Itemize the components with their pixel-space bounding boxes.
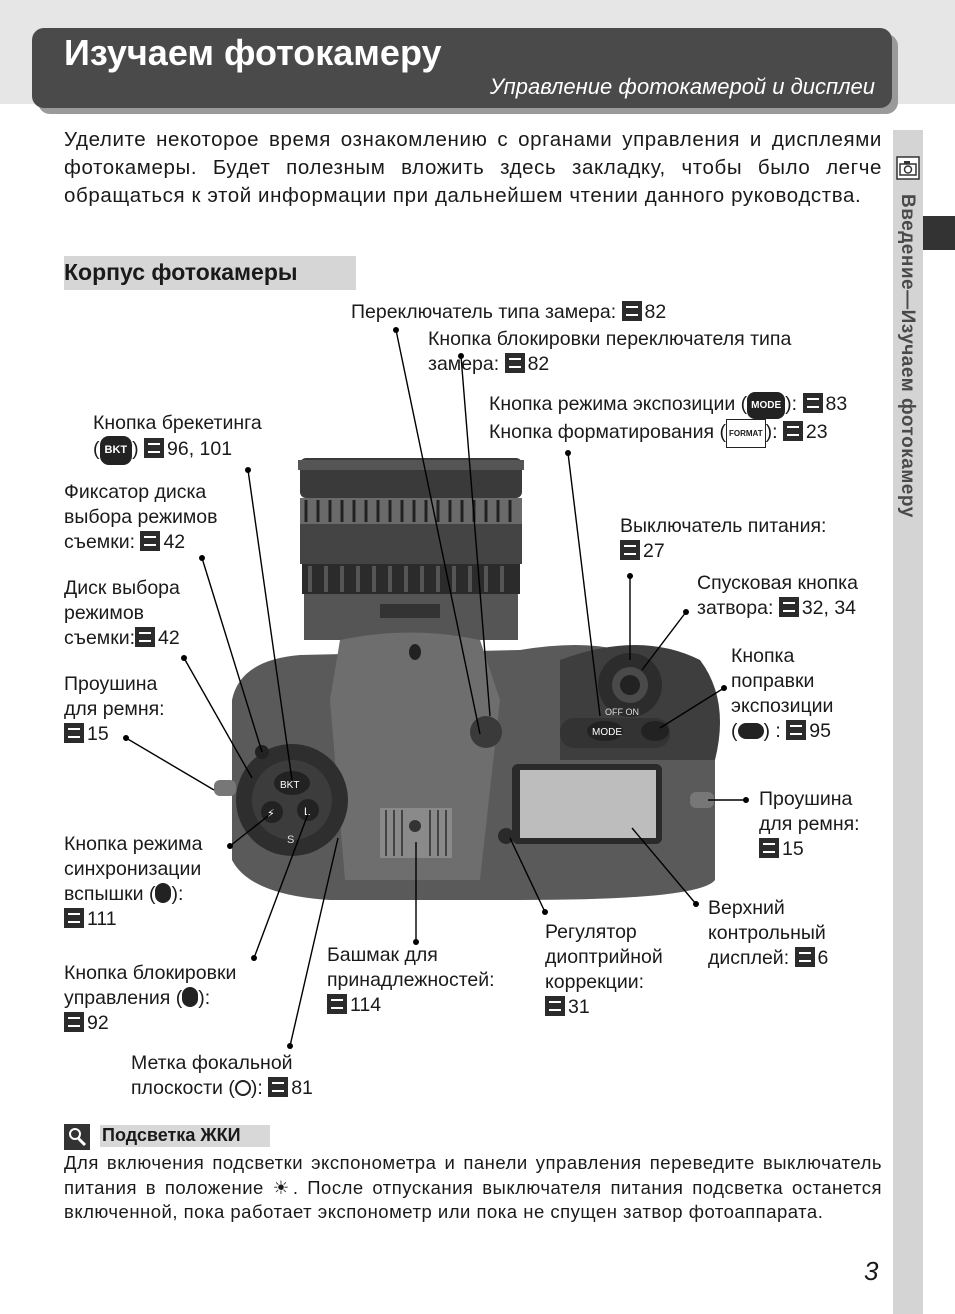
lock-icon bbox=[182, 987, 199, 1007]
page-ref-icon bbox=[778, 597, 799, 617]
page-ref-icon bbox=[144, 438, 165, 458]
tip-body: Для включения подсветки экспонометра и п… bbox=[64, 1152, 882, 1222]
label-accessory-shoe: Башмак для принадлежностей: 114 bbox=[327, 944, 495, 1016]
page-ref-icon bbox=[794, 947, 815, 967]
s-mark: S bbox=[287, 834, 294, 846]
page-ref-icon bbox=[759, 838, 779, 858]
page-number: 3 bbox=[864, 1256, 879, 1286]
page-ref-icon bbox=[802, 393, 823, 413]
tip-title: Подсветка ЖКИ bbox=[100, 1125, 270, 1147]
flash-icon bbox=[155, 883, 172, 903]
label-top-display: Верхний контрольный дисплей: 6 bbox=[708, 897, 829, 969]
tip-pencil-icon bbox=[64, 1124, 90, 1150]
label-strap-right: Проушина для ремня: 15 bbox=[759, 788, 860, 860]
label-diopter: Регулятор диоптрийной коррекции: 31 bbox=[545, 921, 663, 1018]
page-ref-icon bbox=[64, 908, 84, 928]
page-ref-icon bbox=[621, 301, 642, 321]
page-ref-icon bbox=[782, 421, 803, 441]
header-box bbox=[32, 28, 892, 108]
label-strap-left: Проушина для ремня: 15 bbox=[64, 673, 165, 745]
label-bkt-button: Кнопка брекетинга (BKT) 96, 101 bbox=[93, 411, 262, 465]
page-ref-icon bbox=[620, 540, 640, 560]
section-heading: Корпус фотокамеры bbox=[64, 256, 356, 290]
page-ref-icon bbox=[135, 627, 156, 647]
page-ref-icon bbox=[504, 353, 525, 373]
page-subtitle: Управление фотокамерой и дисплеи bbox=[489, 74, 875, 99]
camera-icon bbox=[896, 156, 920, 180]
bkt-badge: BKT bbox=[99, 436, 133, 465]
bkt-mark: BKT bbox=[280, 780, 299, 791]
format-badge: FORMAT bbox=[725, 419, 766, 448]
side-section-label: Введение—Изучаем фотокамеру bbox=[897, 194, 918, 518]
side-bar bbox=[893, 130, 923, 1314]
mode-mark: MODE bbox=[592, 727, 622, 738]
label-mode-format-buttons: Кнопка режима экспозиции (MODE): 83 Кноп… bbox=[489, 392, 847, 448]
exp-comp-icon bbox=[737, 723, 764, 739]
page-ref-icon bbox=[545, 996, 565, 1016]
page-ref-icon bbox=[268, 1077, 289, 1097]
label-power-switch: Выключатель питания: 27 bbox=[620, 515, 827, 562]
page-ref-icon bbox=[786, 720, 807, 740]
page-ref-icon bbox=[140, 531, 161, 551]
label-metering-switch: Переключатель типа замера: 82 bbox=[351, 301, 667, 323]
label-shutter: Спусковая кнопка затвора: 32, 34 bbox=[697, 572, 858, 619]
page-ref-icon bbox=[327, 994, 347, 1014]
side-tab-marker bbox=[923, 216, 955, 250]
page-title: Изучаем фотокамеру bbox=[64, 32, 442, 73]
focal-plane-icon bbox=[234, 1080, 251, 1096]
intro-paragraph: Уделите некоторое время ознакомлению с о… bbox=[64, 128, 882, 207]
page-ref-icon bbox=[64, 1012, 84, 1032]
l-mark: L bbox=[304, 806, 310, 818]
label-dial-lock: Фиксатор диска выбора режимов съемки: 42 bbox=[64, 481, 218, 553]
label-flash-sync: Кнопка режима синхронизации вспышки (): … bbox=[64, 833, 203, 930]
off-on-mark: OFF ON bbox=[605, 707, 639, 717]
label-exp-comp: Кнопка поправки экспозиции () : 95 bbox=[731, 645, 834, 742]
label-mode-dial: Диск выбора режимов съемки:42 bbox=[64, 577, 180, 649]
label-control-lock: Кнопка блокировки управления (): 92 bbox=[64, 962, 237, 1034]
section-heading-text: Корпус фотокамеры bbox=[64, 259, 298, 285]
flash-mark: ⚡ bbox=[267, 807, 275, 820]
label-metering-lock: Кнопка блокировки переключателя типа зам… bbox=[428, 328, 792, 375]
mode-badge: MODE bbox=[747, 392, 786, 419]
page-ref-icon bbox=[64, 723, 84, 743]
label-focal-plane: Метка фокальной плоскости (): 81 bbox=[131, 1052, 313, 1099]
